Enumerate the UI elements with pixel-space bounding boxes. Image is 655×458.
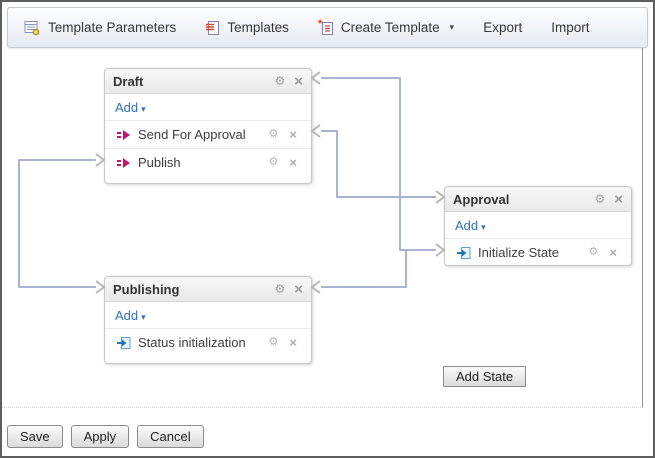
action-label: Status initialization (138, 335, 246, 350)
export-label: Export (483, 20, 523, 35)
template-parameters-icon (24, 20, 41, 36)
action-item[interactable]: Publish ⚙ × (105, 148, 311, 176)
initial-state-icon (117, 336, 131, 350)
action-label: Initialize State (478, 245, 559, 260)
state-box-approval: Approval ⚙ × Add▾ Initialize State ⚙ × (444, 186, 632, 266)
action-item[interactable]: Initialize State ⚙ × (445, 238, 631, 266)
close-icon[interactable]: × (289, 335, 297, 350)
gear-icon[interactable]: ⚙ (274, 74, 286, 88)
add-state-button[interactable]: Add State (443, 366, 527, 387)
action-item[interactable]: Status initialization ⚙ × (105, 328, 311, 356)
close-icon[interactable]: × (294, 280, 303, 298)
close-icon[interactable]: × (609, 245, 617, 260)
action-item[interactable]: Send For Approval ⚙ × (105, 120, 311, 148)
close-icon[interactable]: × (614, 190, 623, 208)
transition-icon (117, 157, 131, 169)
create-template-button[interactable]: * Create Template ▾ (318, 19, 454, 36)
state-title: Publishing (113, 281, 180, 297)
template-parameters-button[interactable]: Template Parameters (24, 20, 176, 36)
chevron-down-icon: ▾ (481, 222, 486, 232)
initial-state-icon (457, 246, 471, 260)
add-action-link[interactable]: Add▾ (105, 94, 311, 120)
footer-button-bar: Save Apply Cancel (7, 425, 204, 448)
transition-icon (117, 129, 131, 141)
save-button[interactable]: Save (7, 425, 63, 448)
gear-icon[interactable]: ⚙ (268, 336, 279, 348)
create-template-label: Create Template (340, 20, 440, 35)
apply-button[interactable]: Apply (70, 425, 130, 448)
import-label: Import (551, 20, 590, 35)
add-action-link[interactable]: Add▾ (445, 212, 631, 238)
import-button[interactable]: Import (551, 20, 589, 35)
chevron-down-icon: ▾ (141, 104, 146, 114)
template-parameters-label: Template Parameters (48, 20, 177, 35)
export-button[interactable]: Export (483, 20, 522, 35)
templates-icon (205, 20, 220, 36)
gear-icon[interactable]: ⚙ (594, 192, 606, 206)
close-icon[interactable]: × (289, 155, 297, 170)
state-box-publishing: Publishing ⚙ × Add▾ Status initializatio… (104, 276, 312, 364)
templates-label: Templates (227, 20, 289, 35)
create-template-icon: * (318, 19, 334, 36)
gear-icon[interactable]: ⚙ (274, 282, 286, 296)
gear-icon[interactable]: ⚙ (588, 246, 599, 258)
add-label[interactable]: Add (115, 100, 139, 115)
gear-icon[interactable]: ⚙ (268, 156, 279, 168)
add-action-link[interactable]: Add▾ (105, 302, 311, 328)
close-icon[interactable]: × (294, 72, 303, 90)
state-title: Draft (113, 73, 144, 89)
state-title: Approval (453, 191, 510, 207)
action-label: Send For Approval (138, 127, 246, 142)
state-header-draft[interactable]: Draft ⚙ × (105, 69, 311, 94)
action-label: Publish (138, 155, 181, 170)
add-label[interactable]: Add (455, 218, 479, 233)
add-label[interactable]: Add (115, 308, 139, 323)
cancel-button[interactable]: Cancel (137, 425, 204, 448)
svg-text:*: * (318, 19, 323, 30)
state-header-approval[interactable]: Approval ⚙ × (445, 187, 631, 212)
state-header-publishing[interactable]: Publishing ⚙ × (105, 277, 311, 302)
chevron-down-icon: ▾ (141, 312, 146, 322)
templates-button[interactable]: Templates (205, 20, 289, 36)
toolbar: Template Parameters Templates * Create T… (7, 7, 648, 48)
chevron-down-icon: ▾ (449, 22, 455, 32)
state-box-draft: Draft ⚙ × Add▾ Send For Approval ⚙ × (104, 68, 312, 184)
gear-icon[interactable]: ⚙ (268, 128, 279, 140)
close-icon[interactable]: × (289, 127, 297, 142)
